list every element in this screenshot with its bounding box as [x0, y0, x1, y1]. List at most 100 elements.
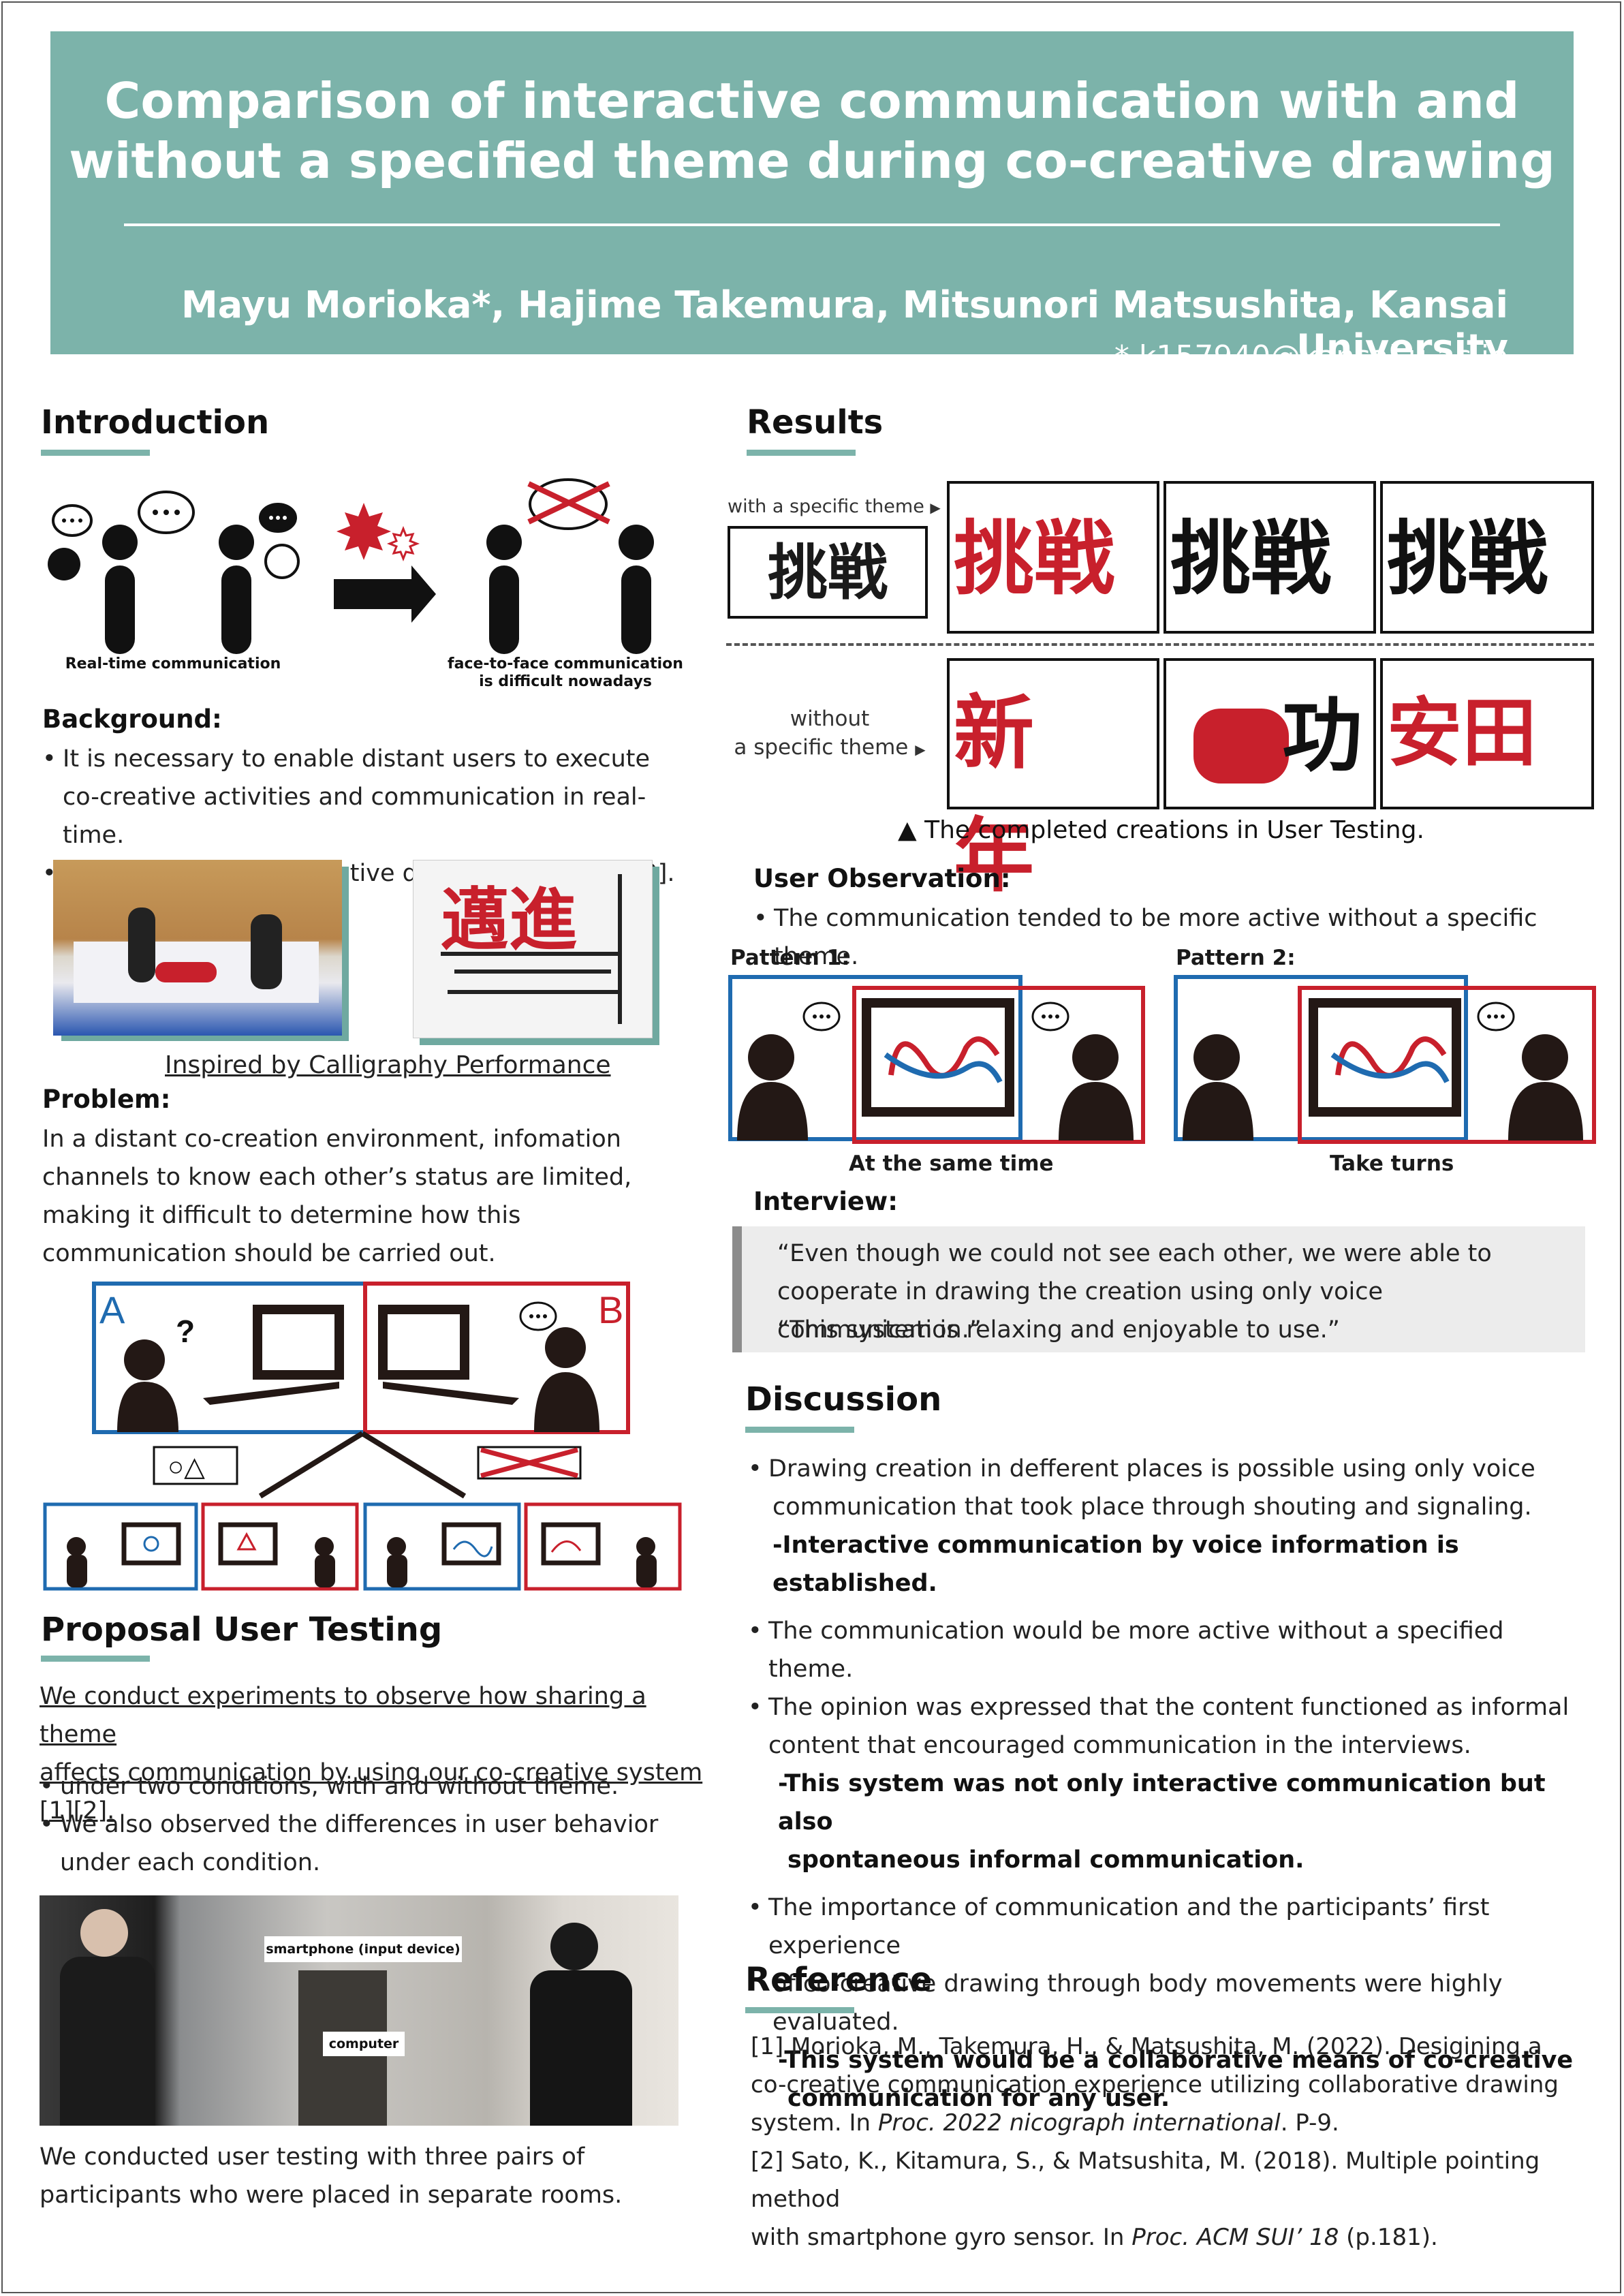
problem-line-2: channels to know each other’s status are… — [42, 1164, 632, 1191]
creation-with-2-text: 挑戦 — [1170, 511, 1332, 606]
proposal-underbar — [41, 1656, 150, 1662]
question-marks: ? — [176, 1314, 195, 1349]
creation-without-3-text: 安田 — [1387, 689, 1537, 777]
observation-heading: User Observation: — [753, 864, 1011, 893]
interview-heading: Interview: — [753, 1187, 899, 1216]
proposal-bullet-2: We also observed the differences in user… — [40, 1805, 721, 1844]
discussion-4a: The importance of communication and the … — [748, 1889, 1593, 1965]
fig-label-face-2: is difficult nowadays — [479, 673, 652, 690]
reference-underbar — [745, 2007, 854, 2013]
reference-2b-pre: with smartphone gyro sensor. In — [751, 2224, 1132, 2251]
introduction-underbar — [41, 450, 150, 456]
pattern1-caption: At the same time — [849, 1151, 1054, 1176]
discussion-4d: communication for any user. — [787, 2085, 1170, 2112]
pattern2-caption: Take turns — [1330, 1151, 1454, 1176]
background-heading: Background: — [42, 704, 222, 734]
arrow-left-down — [258, 1431, 364, 1499]
person-icon — [619, 525, 654, 654]
proposal-bullet-2-cont: under each condition. — [60, 1849, 321, 1876]
person-icon — [117, 1339, 178, 1432]
without-theme-label: without a specific theme ▶ — [728, 704, 932, 764]
discussion-2: The communication would be more active w… — [748, 1612, 1593, 1688]
label-computer: computer — [323, 2032, 405, 2056]
cross-icon — [527, 481, 610, 525]
discussion-4b: of co-creative drawing through body move… — [772, 1970, 1503, 2036]
without-theme-line-1: without — [790, 707, 870, 731]
patterns-figure — [728, 975, 1596, 1144]
reference-list: [1] Morioka, M., Takemura, H., & Matsush… — [751, 2028, 1602, 2256]
reference-2b-venue: Proc. ACM SUI’ 18 — [1131, 2224, 1339, 2251]
calligraphy-red-chars: 邁進 — [441, 880, 577, 960]
reference-1c: system. In Proc. 2022 nicograph internat… — [751, 2104, 1602, 2142]
discussion-underbar — [745, 1427, 854, 1433]
title-line-2: without a specified theme during co-crea… — [69, 132, 1555, 189]
problem-line-4: communication should be carried out. — [42, 1240, 496, 1267]
discussion-4c: -This system would be a collaborative me… — [778, 2047, 1574, 2074]
shape-note — [153, 1446, 238, 1485]
creation-with-1: 挑戦 — [947, 481, 1159, 634]
proposal-heading: Proposal User Testing — [41, 1611, 443, 1649]
quote-line-3: “This system is relaxing and enjoyable t… — [777, 1316, 1340, 1344]
pencil-icon — [264, 544, 300, 579]
background-bullet-1-cont: co-creative activities and communication… — [63, 784, 646, 849]
person-icon — [219, 525, 254, 654]
shape-note-label: ○△ — [168, 1452, 205, 1482]
reference-1c-pre: system. In — [751, 2109, 878, 2137]
reference-1c-venue: Proc. 2022 nicograph international — [877, 2109, 1281, 2137]
fig-label-face: face-to-face communication is difficult … — [436, 655, 695, 691]
proposal-statement-1: We conduct experiments to observe how sh… — [40, 1683, 646, 1748]
authors: Mayu Morioka*, Hajime Takemura, Mitsunor… — [181, 283, 1508, 369]
photo-caption: Inspired by Calligraphy Performance — [165, 1051, 611, 1079]
discussion-3a: The opinion was expressed that the conte… — [748, 1688, 1593, 1726]
without-theme-line-2: a specific theme — [734, 735, 909, 760]
reference-2a: [2] Sato, K., Kitamura, S., & Matsushita… — [751, 2147, 1540, 2213]
testing-caption-2: participants who were placed in separate… — [40, 2182, 623, 2209]
person-icon — [737, 1034, 808, 1141]
discussion-1b: communication that took place through sh… — [772, 1493, 1532, 1521]
reference-2b-post: (p.181). — [1339, 2224, 1438, 2251]
creation-without-2-text: 功 — [1282, 688, 1363, 783]
observation-text: The communication tended to be more acti… — [753, 899, 1598, 976]
discussion-3b: content that encouraged communication in… — [768, 1732, 1471, 1759]
testing-caption-1: We conducted user testing with three pai… — [40, 2143, 585, 2171]
small-panels — [43, 1502, 682, 1591]
discussion-text: Drawing creation in defferent places is … — [748, 1450, 1593, 2117]
testing-photo: smartphone (input device) computer — [40, 1895, 678, 2126]
quote-line-2: cooperate in drawing the creation using … — [777, 1278, 1384, 1344]
label-smartphone: smartphone (input device) — [264, 1936, 462, 1962]
person-icon — [1508, 1034, 1583, 1141]
reference-2b: with smartphone gyro sensor. In Proc. AC… — [751, 2218, 1602, 2256]
fig-label-realtime: Real-time communication — [65, 655, 281, 672]
author-email: * k157940@kansai-u.ac.jp — [1114, 339, 1508, 374]
creation-without-2: 功 — [1164, 658, 1376, 809]
pattern1-red-frame — [852, 986, 1145, 1144]
person-icon — [1183, 1034, 1253, 1141]
creation-without-3: 安田 — [1380, 658, 1594, 809]
panel-a-label: A — [99, 1288, 125, 1331]
introduction-heading: Introduction — [41, 403, 270, 441]
pattern2-red-frame — [1298, 986, 1596, 1144]
cross-icon — [480, 1447, 578, 1478]
discussion-3c: -This system was not only interactive co… — [778, 1770, 1546, 1835]
discussion-heading: Discussion — [745, 1380, 942, 1418]
interview-quote: “Even though we could not see each other… — [732, 1226, 1585, 1352]
performance-photo — [53, 860, 342, 1036]
speech-bubble-icon — [52, 491, 297, 537]
creation-with-2: 挑戦 — [1164, 481, 1376, 634]
results-divider — [726, 643, 1594, 646]
background-bullet-1: It is necessary to enable distant users … — [42, 740, 696, 778]
results-figure-caption: ▲ The completed creations in User Testin… — [898, 816, 1424, 844]
laptop-icon — [203, 1305, 344, 1405]
person-icon — [102, 525, 138, 654]
reference-1a: [1] Morioka, M., Takemura, H., & Matsush… — [751, 2033, 1542, 2060]
intro-figure — [48, 478, 654, 654]
poster-title: Comparison of interactive communication … — [50, 71, 1574, 191]
theme-word-box: 挑戦 — [728, 526, 928, 619]
person-icon — [486, 525, 522, 654]
reference-1c-post: . P-9. — [1280, 2109, 1339, 2137]
observation-bullet-1: The communication tended to be more acti… — [753, 899, 1598, 976]
triangle-right-icon: ▶ — [930, 499, 941, 516]
problem-figure: A B ? ○△ — [43, 1282, 682, 1591]
pattern2-label: Pattern 2: — [1176, 946, 1296, 970]
person-icon — [534, 1327, 599, 1432]
